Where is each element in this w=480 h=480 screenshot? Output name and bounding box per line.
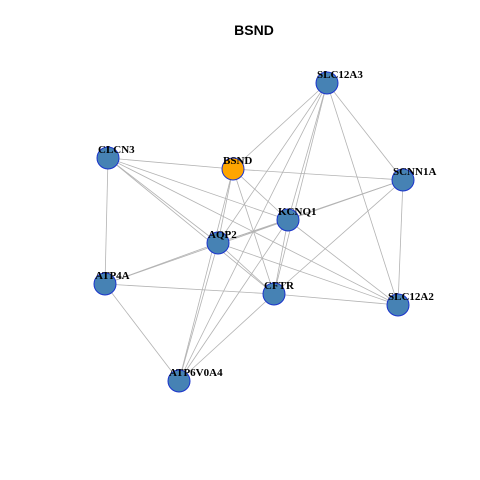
nodes-layer	[93, 71, 415, 393]
node-cftr	[262, 282, 286, 306]
node-label-scnn1a: SCNN1A	[393, 166, 436, 178]
edge-aqp2-atp4a	[104, 242, 219, 285]
edge-kcnq1-slc12a2	[287, 219, 399, 306]
node-label-clcn3: CLCN3	[98, 144, 135, 156]
edge-aqp2-cftr	[217, 242, 275, 295]
edge-scnn1a-slc12a2	[397, 179, 404, 306]
diagram-title: BSND	[234, 22, 274, 38]
node-label-atp6v0a4: ATP6V0A4	[169, 367, 223, 379]
edge-cftr-atp6v0a4	[178, 293, 275, 382]
edge-clcn3-atp4a	[104, 157, 109, 285]
node-label-kcnq1: KCNQ1	[278, 206, 317, 218]
edge-kcnq1-atp6v0a4	[178, 219, 289, 382]
node-slc12a2	[386, 293, 410, 317]
node-label-slc12a2: SLC12A2	[388, 291, 434, 303]
edge-bsnd-atp6v0a4	[178, 168, 234, 382]
node-label-slc12a3: SLC12A3	[317, 69, 363, 81]
node-atp4a	[93, 272, 117, 296]
node-label-atp4a: ATP4A	[95, 270, 130, 282]
node-kcnq1	[276, 208, 300, 232]
node-label-cftr: CFTR	[264, 280, 295, 292]
edge-scnn1a-cftr	[273, 179, 404, 295]
edge-atp4a-atp6v0a4	[104, 283, 180, 382]
edge-slc12a3-scnn1a	[326, 82, 404, 181]
edge-clcn3-bsnd	[107, 157, 234, 170]
node-bsnd	[221, 157, 245, 181]
node-aqp2	[206, 231, 230, 255]
node-atp6v0a4	[167, 369, 191, 393]
edges-layer	[104, 82, 404, 382]
node-label-aqp2: AQP2	[208, 229, 237, 241]
edge-slc12a3-bsnd	[232, 82, 328, 170]
node-clcn3	[96, 146, 120, 170]
edge-bsnd-aqp2	[217, 168, 234, 244]
edge-bsnd-scnn1a	[232, 168, 404, 181]
edge-bsnd-kcnq1	[232, 168, 289, 221]
edge-slc12a3-cftr	[273, 82, 328, 295]
edge-aqp2-slc12a2	[217, 242, 399, 306]
edge-clcn3-aqp2	[107, 157, 219, 244]
edge-clcn3-cftr	[107, 157, 275, 295]
node-slc12a3	[315, 71, 339, 95]
edge-clcn3-kcnq1	[107, 157, 289, 221]
node-scnn1a	[391, 168, 415, 192]
edge-atp4a-cftr	[104, 283, 275, 295]
edge-kcnq1-cftr	[273, 219, 289, 295]
edge-aqp2-atp6v0a4	[178, 242, 219, 382]
edge-slc12a3-aqp2	[217, 82, 328, 244]
edge-cftr-slc12a2	[273, 293, 399, 306]
node-label-bsnd: BSND	[223, 155, 252, 167]
edge-slc12a3-kcnq1	[287, 82, 328, 221]
